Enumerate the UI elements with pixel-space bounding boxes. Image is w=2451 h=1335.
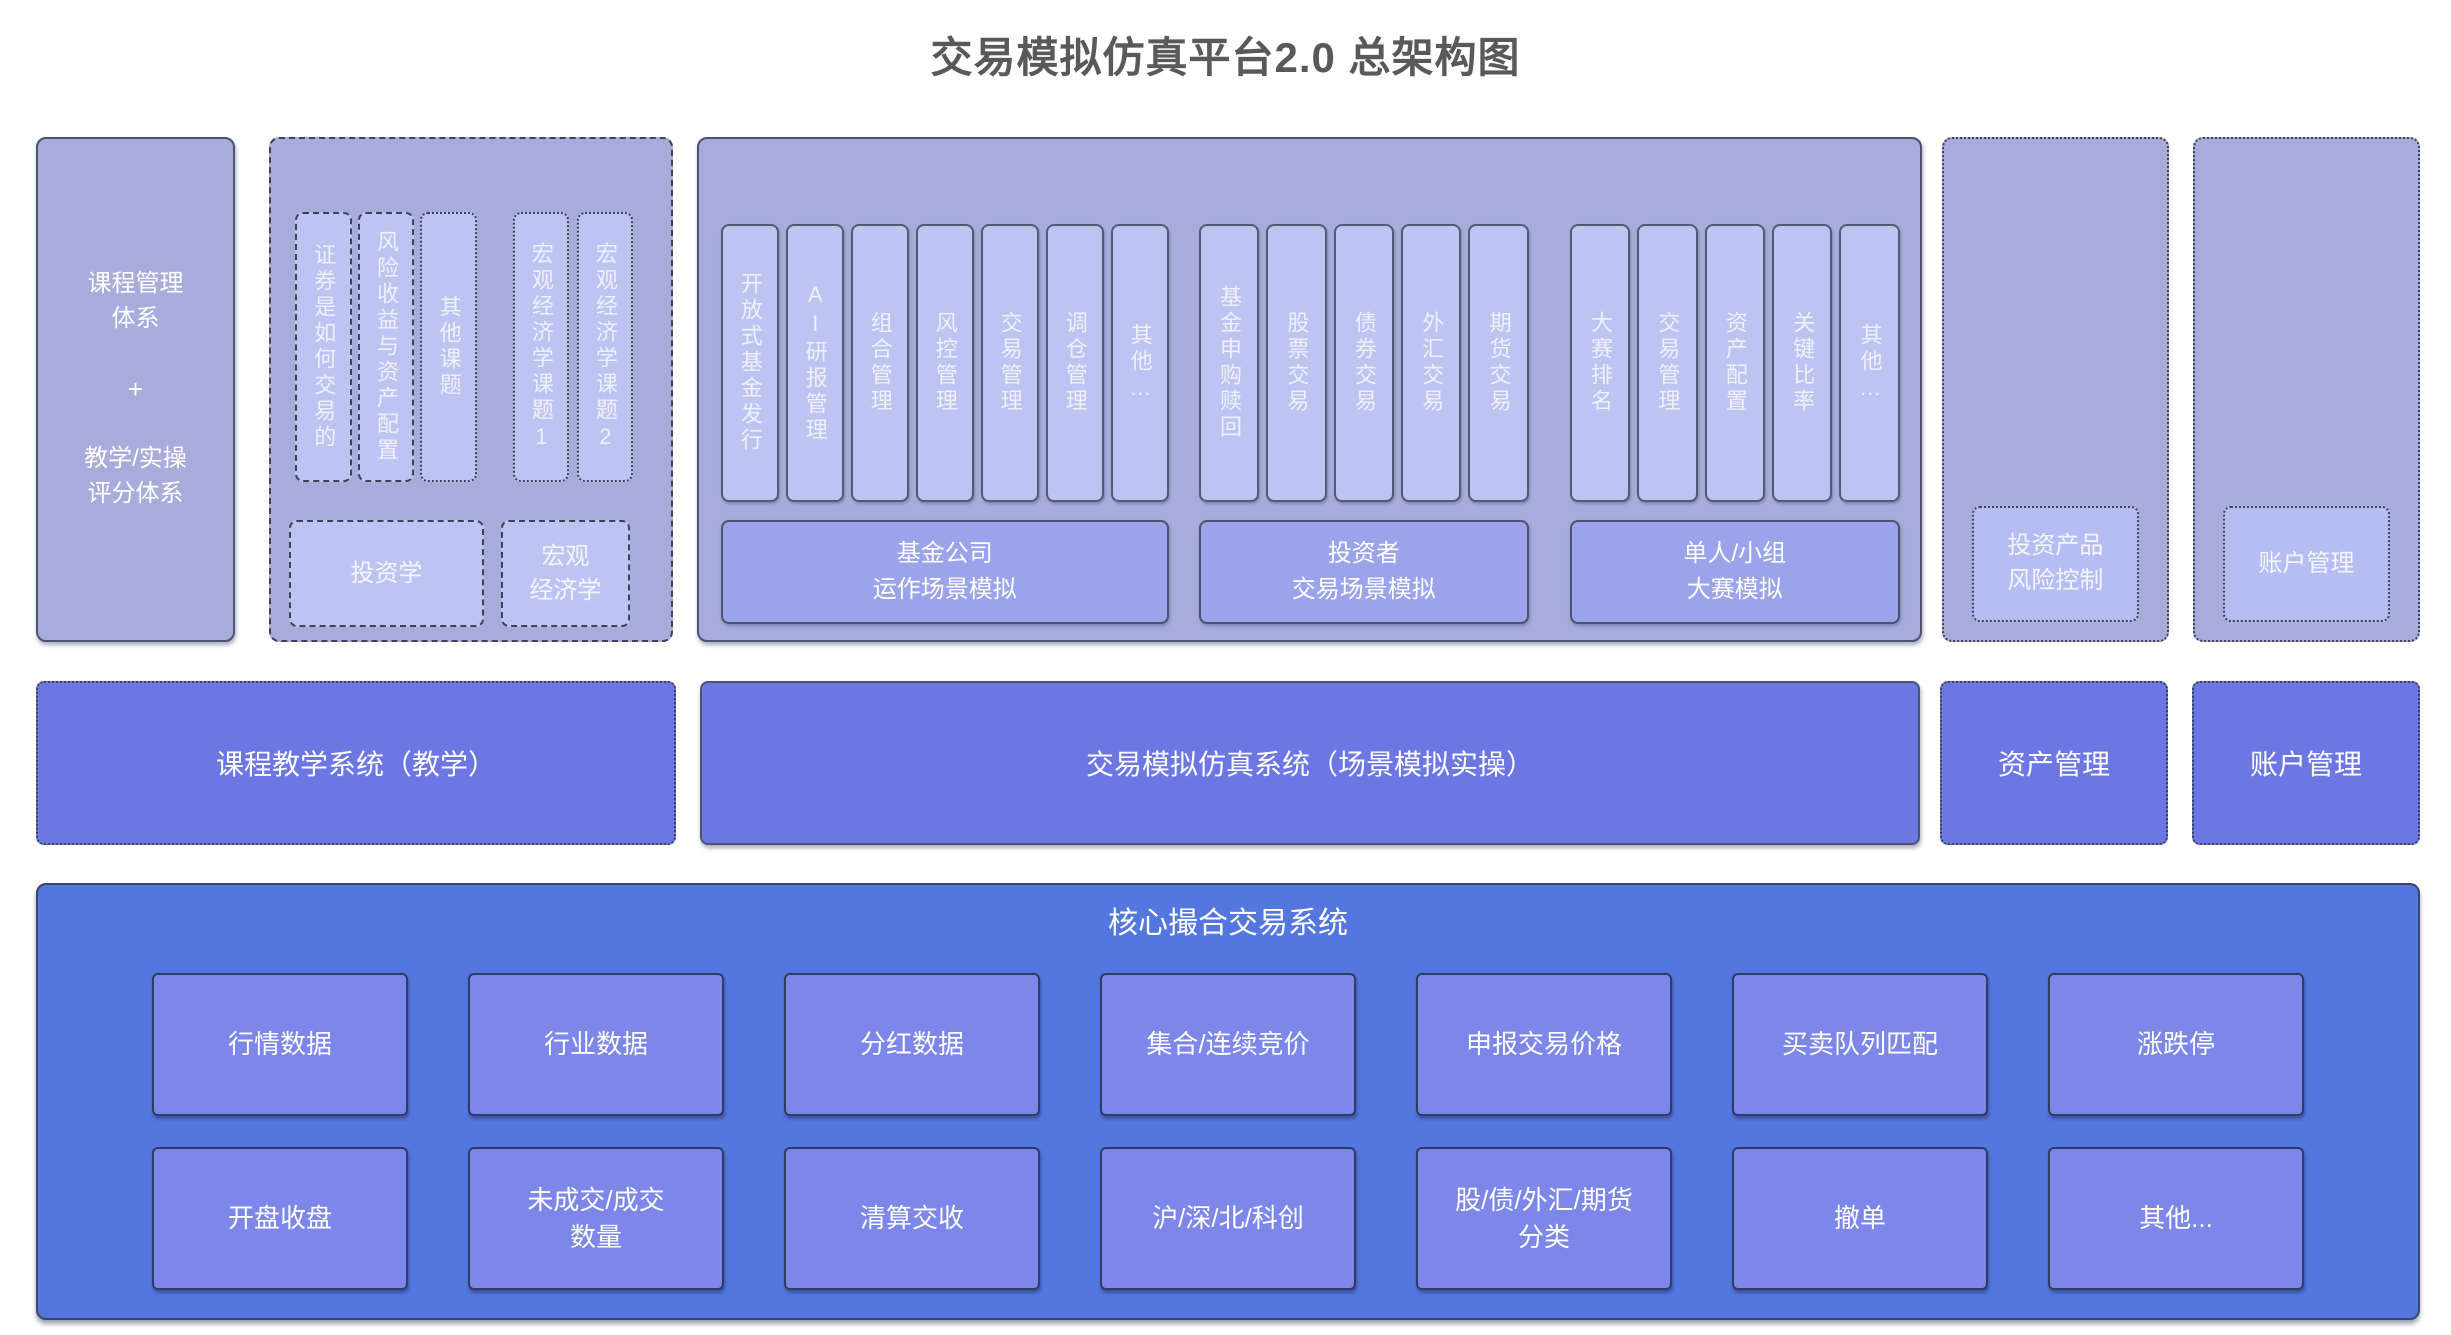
- core-row-2: 开盘收盘 未成交/成交 数量 清算交收 沪/深/北/科创 股/债/外汇/期货 分…: [38, 1147, 2418, 1290]
- sim-node-asset-allocation: 资产配置: [1704, 224, 1766, 502]
- scenario-fund-company-sim: 基金公司 运作场景模拟: [720, 520, 1169, 624]
- core-node-order-price: 申报交易价格: [1416, 973, 1672, 1116]
- sim-node-label: 其他…: [1127, 322, 1153, 404]
- top-layer-row: 课程管理 体系 + 教学/实操 评分体系 证券是如何交易的 风险收益与资产配置 …: [36, 137, 2420, 642]
- topic-label: 其他课题: [436, 295, 462, 399]
- sim-node-label: 大赛排名: [1588, 311, 1613, 415]
- sim-node-label: 债券交易: [1351, 311, 1377, 415]
- core-row-1: 行情数据 行业数据 分红数据 集合/连续竞价 申报交易价格 买卖队列匹配 涨跌停: [38, 973, 2418, 1116]
- sim-node-contest-ranking: 大赛排名: [1569, 224, 1631, 502]
- sim-node-label: 关键比率: [1790, 311, 1816, 415]
- sim-node-portfolio-mgmt: 组合管理: [850, 224, 909, 502]
- sim-node-label: 资产配置: [1722, 311, 1748, 415]
- account-mgmt-node: 账户管理: [2222, 506, 2390, 622]
- risk-control-panel: 投资产品 风险控制: [1941, 137, 2169, 642]
- course-management-text: 课程管理 体系 + 教学/实操 评分体系: [84, 267, 187, 512]
- sim-node-label: 其他…: [1857, 322, 1883, 404]
- scenario-labels-row: 基金公司 运作场景模拟 投资者 交易场景模拟 单人/小组 大赛模拟: [699, 520, 1920, 624]
- core-node-market-data: 行情数据: [152, 973, 408, 1116]
- topic-label: 宏观经济学课题2: [592, 241, 618, 453]
- sim-node-forex-trading: 外汇交易: [1401, 224, 1462, 502]
- core-node-dividend-data: 分红数据: [784, 973, 1040, 1116]
- course-node-investment: 投资学: [288, 520, 484, 627]
- system-course-teaching: 课程教学系统（教学）: [36, 681, 676, 845]
- sim-node-fund-subscribe-redeem: 基金申购赎回: [1198, 224, 1260, 502]
- core-node-other: 其他...: [2048, 1147, 2304, 1290]
- topics-group-investment: 证券是如何交易的 风险收益与资产配置 其他课题: [294, 212, 477, 482]
- courses-row: 投资学 宏观 经济学: [288, 520, 630, 627]
- sim-node-label: 风控管理: [932, 311, 958, 415]
- core-node-filled-unfilled: 未成交/成交 数量: [468, 1147, 724, 1290]
- diagram-title: 交易模拟仿真平台2.0 总架构图: [930, 34, 1521, 81]
- sim-node-futures-trading: 期货交易: [1468, 224, 1529, 502]
- scenario-modules-row: 开放式基金发行 AI研报管理 组合管理 风控管理 交易管理 调仓管理 其他… 基…: [699, 224, 1920, 502]
- course-management-panel: 课程管理 体系 + 教学/实操 评分体系: [36, 137, 235, 642]
- core-node-asset-classes: 股/债/外汇/期货 分类: [1416, 1147, 1672, 1290]
- core-node-industry-data: 行业数据: [468, 973, 724, 1116]
- sim-node-label: 交易管理: [997, 311, 1023, 415]
- system-asset-management: 资产管理: [1940, 681, 2168, 845]
- teaching-topics-panel: 证券是如何交易的 风险收益与资产配置 其他课题 宏观经济学课题1 宏观经济学课题…: [268, 137, 673, 642]
- sim-node-label: 交易管理: [1655, 311, 1681, 415]
- sim-node-risk-mgmt: 风控管理: [915, 224, 974, 502]
- sim-node-label: 基金申购赎回: [1217, 285, 1242, 441]
- topics-row: 证券是如何交易的 风险收益与资产配置 其他课题 宏观经济学课题1 宏观经济学课题…: [294, 212, 633, 482]
- systems-row: 课程教学系统（教学） 交易模拟仿真系统（场景模拟实操） 资产管理 账户管理: [36, 681, 2420, 845]
- sim-node-trade-mgmt-2: 交易管理: [1637, 224, 1698, 502]
- scenario-contest-sim: 单人/小组 大赛模拟: [1569, 520, 1900, 624]
- topic-label: 风险收益与资产配置: [373, 230, 399, 464]
- topic-node-risk-return-allocation: 风险收益与资产配置: [357, 212, 415, 482]
- plus-sign: +: [127, 373, 144, 404]
- core-node-auction: 集合/连续竞价: [1100, 973, 1356, 1116]
- sim-node-bond-trading: 债券交易: [1333, 224, 1395, 502]
- topic-label: 证券是如何交易的: [311, 243, 337, 451]
- core-node-clearing-settlement: 清算交收: [784, 1147, 1040, 1290]
- topic-node-other-topics: 其他课题: [420, 212, 477, 482]
- scenario-investor-sim: 投资者 交易场景模拟: [1198, 520, 1529, 624]
- core-node-cancel-order: 撤单: [1732, 1147, 1988, 1290]
- sim-node-rebalance-mgmt: 调仓管理: [1045, 224, 1104, 502]
- core-node-queue-matching: 买卖队列匹配: [1732, 973, 1988, 1116]
- sim-node-ai-research-mgmt: AI研报管理: [785, 224, 844, 502]
- core-system-title: 核心撮合交易系统: [1108, 907, 1348, 940]
- simulation-scenarios-panel: 开放式基金发行 AI研报管理 组合管理 风控管理 交易管理 调仓管理 其他… 基…: [696, 137, 1922, 642]
- system-trading-simulation: 交易模拟仿真系统（场景模拟实操）: [700, 681, 1920, 845]
- fund-company-modules: 开放式基金发行 AI研报管理 组合管理 风控管理 交易管理 调仓管理 其他…: [720, 224, 1169, 502]
- sim-node-label: 股票交易: [1284, 311, 1310, 415]
- course-node-macroeconomics: 宏观 经济学: [500, 520, 630, 627]
- sim-node-label: 外汇交易: [1419, 311, 1445, 415]
- topics-group-macro: 宏观经济学课题1 宏观经济学课题2: [512, 212, 633, 482]
- contest-modules: 大赛排名 交易管理 资产配置 关键比率 其他…: [1569, 224, 1900, 502]
- topic-node-macro-topic-1: 宏观经济学课题1: [512, 212, 569, 482]
- topic-label: 宏观经济学课题1: [528, 241, 554, 453]
- topic-node-macro-topic-2: 宏观经济学课题2: [576, 212, 633, 482]
- investor-modules: 基金申购赎回 股票交易 债券交易 外汇交易 期货交易: [1198, 224, 1529, 502]
- sim-node-other: 其他…: [1110, 224, 1169, 502]
- sim-node-stock-trading: 股票交易: [1266, 224, 1327, 502]
- core-node-open-close: 开盘收盘: [152, 1147, 408, 1290]
- topic-node-securities-trading: 证券是如何交易的: [294, 212, 352, 482]
- core-matching-system: 核心撮合交易系统 行情数据 行业数据 分红数据 集合/连续竞价 申报交易价格 买…: [36, 883, 2420, 1320]
- sim-node-label: AI研报管理: [802, 282, 828, 444]
- sim-node-label: 调仓管理: [1062, 311, 1088, 415]
- risk-control-node: 投资产品 风险控制: [1971, 506, 2139, 622]
- core-node-exchanges: 沪/深/北/科创: [1100, 1147, 1356, 1290]
- account-mgmt-panel: 账户管理: [2192, 137, 2420, 642]
- sim-node-trade-mgmt: 交易管理: [980, 224, 1039, 502]
- core-node-price-limit: 涨跌停: [2048, 973, 2304, 1116]
- sim-node-other-2: 其他…: [1839, 224, 1900, 502]
- sim-node-key-ratios: 关键比率: [1772, 224, 1833, 502]
- sim-node-label: 开放式基金发行: [737, 272, 763, 454]
- sim-node-label: 期货交易: [1486, 311, 1512, 415]
- scoring-system-label: 教学/实操 评分体系: [84, 445, 187, 508]
- sim-node-label: 组合管理: [867, 311, 893, 415]
- system-account-management: 账户管理: [2192, 681, 2420, 845]
- course-system-label: 课程管理 体系: [87, 270, 184, 332]
- sim-node-open-fund-issue: 开放式基金发行: [720, 224, 779, 502]
